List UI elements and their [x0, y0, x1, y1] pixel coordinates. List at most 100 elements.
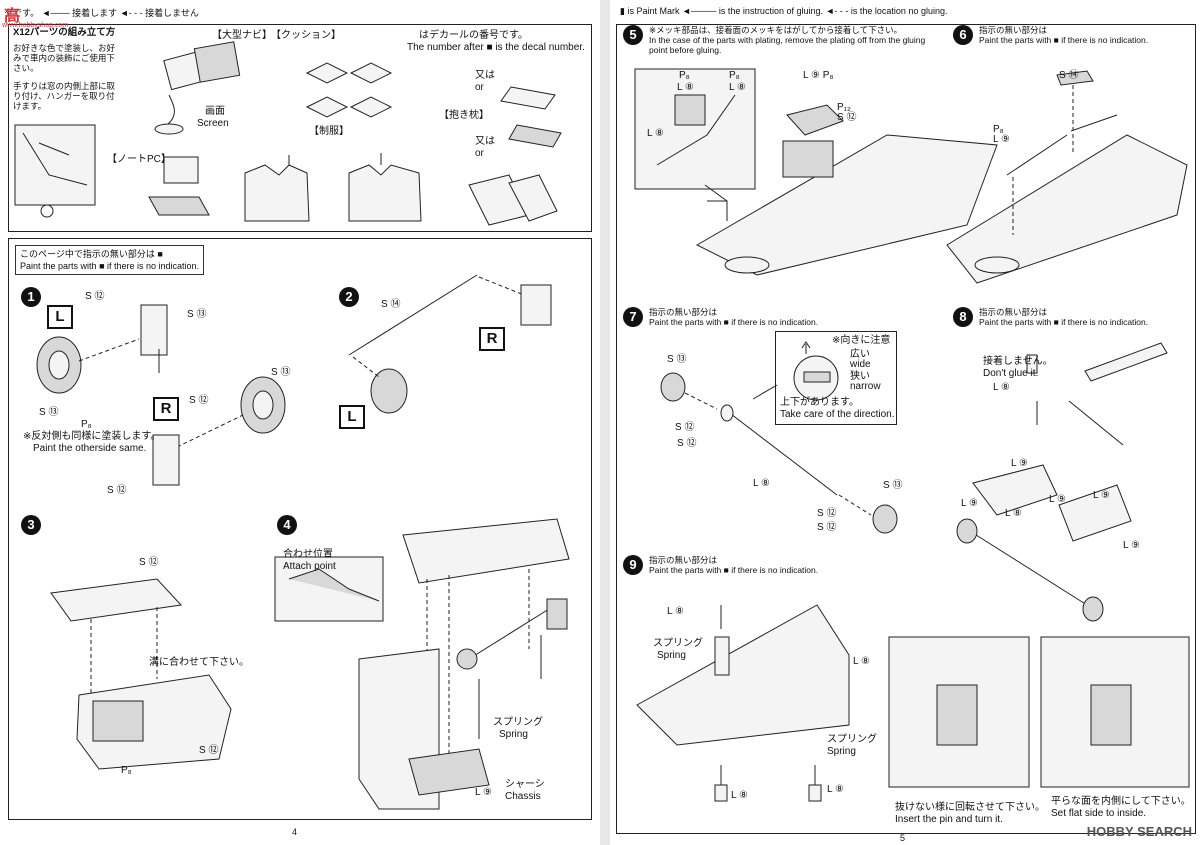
p4-step-drawings — [36, 274, 570, 810]
watermark-hobbysearch: HOBBY SEARCH — [1086, 824, 1192, 839]
step1-s122: S ⑫ — [85, 291, 105, 302]
glue-arrow-icon: ◄─── — [41, 8, 73, 18]
page-note-end: if there is no indication. — [107, 261, 200, 271]
step6-note: 指示の無い部分は Paint the parts with ■ if there… — [979, 25, 1148, 45]
page-note-en: Paint the parts with — [20, 261, 97, 271]
step2-s114: S ⑭ — [381, 299, 401, 310]
step4-spring-jp: スプリング — [493, 717, 543, 728]
step6-en-row: Paint the parts with ■ if there is no in… — [979, 35, 1148, 45]
step3-s125: S ⑫ — [139, 557, 159, 568]
step9-note: 指示の無い部分は Paint the parts with ■ if there… — [649, 555, 818, 575]
step7-jp: 指示の無い部分は — [649, 307, 718, 317]
step8-note: 指示の無い部分は Paint the parts with ■ if there… — [979, 307, 1148, 327]
step7-s120: S ⑫ — [817, 522, 837, 533]
step1-s132: S ⑬ — [271, 367, 291, 378]
step7-note: 指示の無い部分は Paint the parts with ■ if there… — [649, 307, 818, 327]
step7-s127: S ⑫ — [677, 438, 697, 449]
steps-box-p5: 5 6 7 8 9 ※メッキ部品は、接着面のメッキをはがしてから接着して下さい。… — [616, 24, 1196, 834]
glue-arrow-icon-r: ◄──── — [682, 6, 719, 16]
decal-note: はデカールの番号です。 — [419, 31, 528, 41]
direction-jp: ※向きに注意 — [832, 335, 891, 346]
step7-en-end: if there is no indication. — [731, 317, 819, 327]
step9-l84-1: L ⑧ — [731, 790, 748, 801]
step4-attach: Attach point — [283, 561, 336, 572]
step4-chassis: Chassis — [505, 791, 541, 802]
step5-ph8-2: P₈ — [729, 70, 740, 81]
page-note-jp: このページ中で指示の無い部分は — [20, 249, 155, 259]
step9-spring-2: Spring — [827, 746, 856, 757]
step1-ph8: P₈ — [81, 419, 92, 430]
step-3-badge: 3 — [21, 515, 41, 535]
screen-label: Screen — [197, 118, 229, 129]
top-jp: 上下があります。 — [780, 397, 859, 408]
step9-l84-2: L ⑧ — [827, 784, 844, 795]
side-L-step1: L — [47, 305, 73, 329]
step6-ph8: P₈ — [993, 124, 1004, 135]
step-4-badge: 4 — [277, 515, 297, 535]
page-note-p4: このページ中で指示の無い部分は ■ Paint the parts with ■… — [15, 245, 205, 275]
step8-jp: 指示の無い部分は — [979, 307, 1048, 317]
direction-callout: ※向きに注意 広い wide 狭い narrow 上下があります。 Take c… — [775, 331, 897, 425]
step5-l87: L ⑧ — [729, 82, 746, 93]
paint-mark-box: ▮ — [620, 6, 625, 16]
step8-l90: L ⑨ — [1049, 494, 1066, 505]
step8-noglue-jp: 接着しません。 — [983, 356, 1053, 367]
step1-otherside-jp: ※反対側も同様に塗装します。 — [23, 431, 161, 442]
wide: wide — [850, 359, 871, 370]
paint-mark-icon-9: ■ — [723, 565, 729, 575]
window-drawing — [14, 124, 96, 206]
pillow-label: 【抱き枕】 — [439, 110, 489, 121]
step1-s129: S ⑫ — [107, 485, 127, 496]
step-5-badge: 5 — [623, 25, 643, 45]
step9-en-end: if there is no indication. — [731, 565, 819, 575]
step9-flat: Set flat side to inside. — [1051, 808, 1147, 819]
step7-l88: L ⑧ — [753, 478, 770, 489]
step6-s141: S ⑭ — [1059, 70, 1079, 81]
step8-l94: L ⑨ — [1093, 490, 1110, 501]
or-jp-2: 又は — [475, 136, 495, 147]
step6-jp: 指示の無い部分は — [979, 25, 1048, 35]
paint-mark-icon: ■ — [157, 249, 163, 259]
step-6-badge: 6 — [953, 25, 973, 45]
paint-mark-icon-2: ■ — [99, 261, 105, 271]
step-2-badge: 2 — [339, 287, 359, 307]
page-number-5: 5 — [900, 833, 906, 843]
paint-mark-icon-8: ■ — [1053, 317, 1059, 327]
paint-mark-icon-6: ■ — [1053, 35, 1059, 45]
x12-parts-box: X12パーツの組み立て方 お好きな色で塗装し、お好みで車内の装飾にご使用下さい。… — [8, 24, 592, 232]
step5-ph8-1: P₈ — [679, 70, 690, 81]
step5-note: ※メッキ部品は、接着面のメッキをはがしてから接着して下さい。 In the ca… — [649, 25, 939, 55]
step9-pin-jp: 抜けない様に回転させて下さい。 — [895, 802, 1045, 813]
step8-l89: L ⑧ — [1005, 508, 1022, 519]
step1-otherside: Paint the otherside same. — [33, 443, 147, 454]
step-9-badge: 9 — [623, 555, 643, 575]
step8-en-end: if there is no indication. — [1061, 317, 1149, 327]
step9-l82-r: L ⑧ — [853, 656, 870, 667]
curtain-note: 手すりは窓の内側上部に取り付け、ハンガーを取り付けます。 — [13, 81, 116, 111]
step8-l95: L ⑨ — [1011, 458, 1028, 469]
step6-l93: L ⑨ — [993, 134, 1010, 145]
paint-mark-icon-7: ■ — [723, 317, 729, 327]
step5-ph12: P₁₂ — [837, 102, 851, 113]
page-note-jp-row: このページ中で指示の無い部分は ■ — [20, 248, 199, 260]
step9-flat-jp: 平らな面を内側にして下さい。 — [1051, 796, 1191, 807]
step5-l86: L ⑧ — [677, 82, 694, 93]
step6-en-end: if there is no indication. — [1061, 35, 1149, 45]
wide-jp: 広い — [850, 349, 870, 360]
legend-strip-right: ▮ is Paint Mark ◄──── is the instruction… — [620, 6, 947, 17]
side-L-step2: L — [339, 405, 365, 429]
watermark-logo: 高 — [4, 8, 21, 25]
step7-en-row: Paint the parts with ■ if there is no in… — [649, 317, 818, 327]
step7-en: Paint the parts with — [649, 317, 722, 327]
step1-s130: S ⑬ — [187, 309, 207, 320]
noglue-arrow-icon: ◄- - - — [119, 8, 146, 18]
steps-box-p4: このページ中で指示の無い部分は ■ Paint the parts with ■… — [8, 238, 592, 820]
step9-pin: Insert the pin and turn it. — [895, 814, 1003, 825]
step3-s128: S ⑫ — [199, 745, 219, 756]
care-direction: Take care of the direction. — [780, 409, 895, 420]
step5-en: In the case of the parts with plating, r… — [649, 35, 926, 55]
legend-paint-mark: is Paint Mark — [627, 6, 680, 16]
or-1: or — [475, 82, 484, 93]
x12-drawings — [14, 41, 562, 226]
legend-glue: 接着します — [72, 8, 118, 18]
